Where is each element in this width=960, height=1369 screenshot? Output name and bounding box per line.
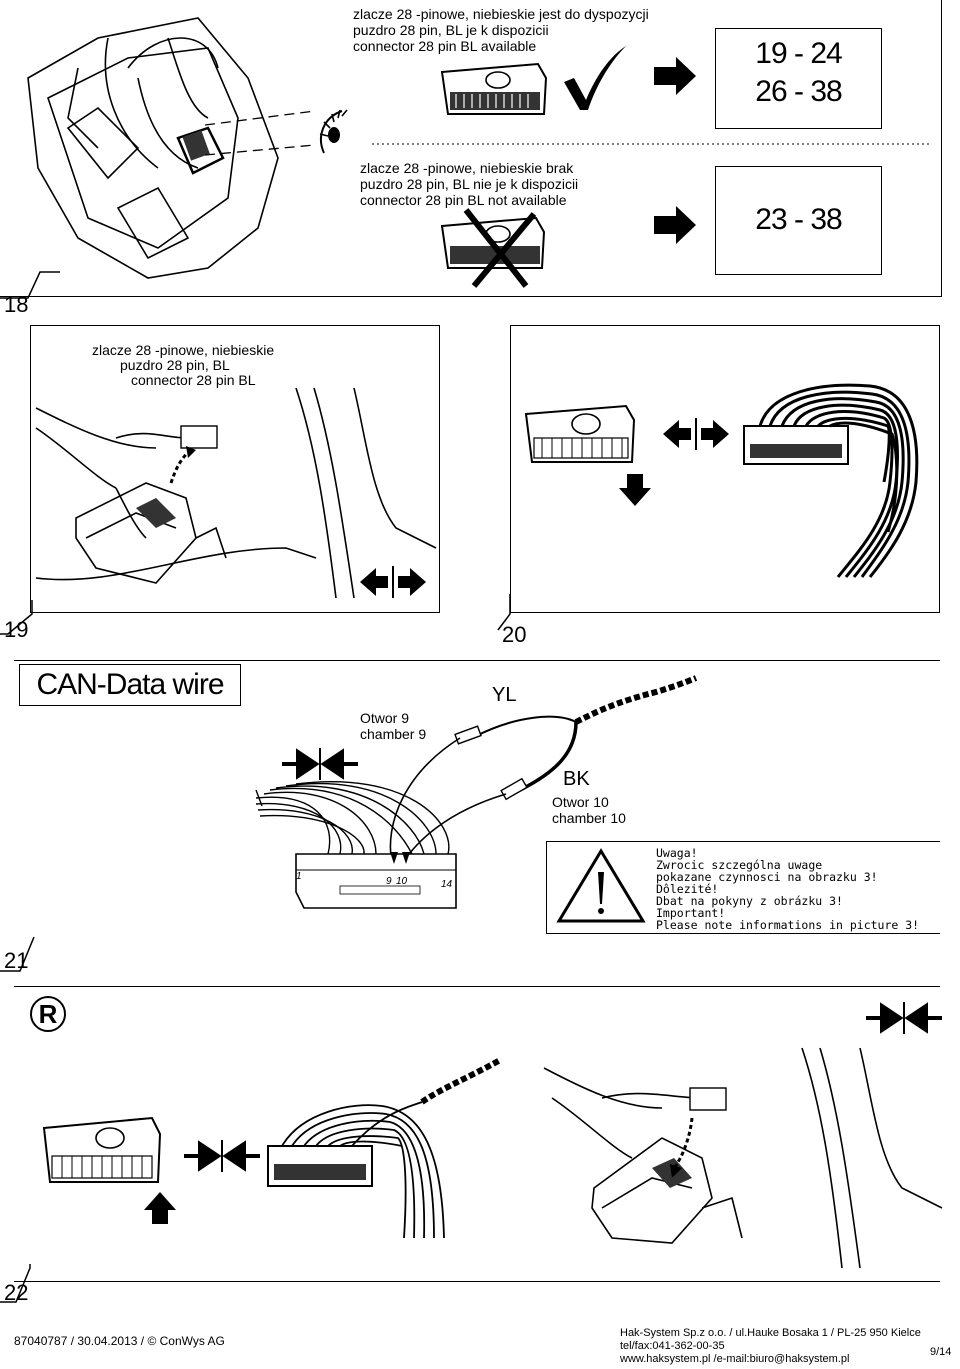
dotted-divider xyxy=(372,143,932,145)
step-21-tab xyxy=(0,936,35,972)
range-not-available: 23 - 38 xyxy=(755,203,842,236)
warning-line-4: Dôlezité! xyxy=(656,882,719,896)
step-19-tab xyxy=(0,600,33,635)
not-available-text-line-1: zlacze 28 -pinowe, niebieskie brak xyxy=(360,160,574,176)
step-number-22: 22 xyxy=(4,1280,29,1305)
double-arrow-icon xyxy=(360,566,426,598)
step-22-tab xyxy=(0,1264,31,1303)
can-data-title: CAN-Data wire xyxy=(19,664,241,706)
pin-label-1: 1 xyxy=(296,871,302,882)
warning-line-7: Please note informations in picture 3! xyxy=(656,918,920,932)
wire-yellow-label: YL xyxy=(492,684,517,706)
range-available-box: 19 - 24 26 - 38 xyxy=(715,28,882,129)
chamber10-label-2: chamber 10 xyxy=(552,810,626,826)
range-available-line-2: 26 - 38 xyxy=(755,75,842,108)
insert-arrows-icon-22 xyxy=(184,1140,260,1172)
step-number-18: 18 xyxy=(4,292,29,317)
connector-not-available-icon xyxy=(440,208,546,288)
not-available-text-line-2: puzdro 28 pin, BL nie je k dispozicii xyxy=(360,176,579,192)
eye-icon xyxy=(319,109,348,154)
range-not-available-box: 23 - 38 xyxy=(715,166,882,275)
can-wire-diagram xyxy=(255,675,698,909)
warning-box xyxy=(546,841,940,934)
step-20-tab xyxy=(497,594,511,631)
arrow-right-icon xyxy=(654,57,696,95)
chamber9-label-1: Otwor 9 xyxy=(360,710,410,726)
warning-line-6: Important! xyxy=(656,906,726,920)
pin-label-14: 14 xyxy=(441,879,453,890)
insert-arrows-icon-top xyxy=(866,1002,942,1034)
badge-r-icon: R xyxy=(30,996,66,1032)
chamber10-label-1: Otwor 10 xyxy=(552,794,609,810)
connector-28-pin-icon-20 xyxy=(524,404,636,463)
footer-page-number: 9/14 xyxy=(930,1346,952,1358)
engine-bay-illustration xyxy=(27,17,279,279)
step-18-tab xyxy=(0,271,60,299)
footer-company: Hak-System Sp.z o.o. / ul.Hauke Bosaka 1… xyxy=(620,1327,921,1339)
available-text-line-1: zlacze 28 -pinowe, niebieskie jest do dy… xyxy=(353,6,649,22)
step-number-20: 20 xyxy=(502,622,527,647)
fuse-box-illustration-22 xyxy=(543,1047,943,1269)
warning-line-1: Uwaga! xyxy=(656,846,698,860)
connector-28-pin-icon-22 xyxy=(42,1116,162,1183)
badge-r-label: R xyxy=(38,999,58,1029)
arrow-right-icon-2 xyxy=(654,206,696,244)
warning-line-3: pokazane czynnosci na obrazku 3! xyxy=(656,870,878,884)
pin-label-9: 9 xyxy=(386,876,392,887)
sight-lines xyxy=(204,110,316,156)
fuse-box-illustration xyxy=(35,387,437,599)
range-available-line-1: 19 - 24 xyxy=(755,37,842,70)
pin-label-10: 10 xyxy=(396,876,408,887)
footer-phone: tel/fax:041-362-00-35 xyxy=(620,1340,725,1352)
warning-line-2: Zwrocic szczególna uwage xyxy=(656,858,823,872)
up-arrow-icon xyxy=(144,1192,176,1224)
down-arrow-icon xyxy=(619,474,651,506)
warning-line-5: Dbat na pokyny z obrázku 3! xyxy=(656,894,843,908)
warning-triangle-icon xyxy=(556,848,646,923)
wire-black-label: BK xyxy=(563,768,590,790)
insert-arrows-icon xyxy=(282,748,358,780)
checkmark-icon xyxy=(564,46,626,110)
footer-doc-ref: 87040787 / 30.04.2013 / © ConWys AG xyxy=(14,1334,225,1348)
step19-caption-1: zlacze 28 -pinowe, niebieskie xyxy=(92,342,275,358)
step19-caption-2: puzdro 28 pin, BL xyxy=(120,357,230,373)
available-text-line-2: puzdro 28 pin, BL je k dispozicii xyxy=(353,22,549,38)
harness-plug-22 xyxy=(267,1057,502,1239)
step-number-19: 19 xyxy=(4,617,29,642)
footer-web: www.haksystem.pl /e-mail:biuro@haksystem… xyxy=(620,1353,850,1365)
available-text-line-3: connector 28 pin BL available xyxy=(353,38,537,54)
step-21-panel xyxy=(14,660,940,938)
step19-caption-3: connector 28 pin BL xyxy=(131,372,256,388)
chamber9-label-2: chamber 9 xyxy=(360,726,427,742)
step-20-panel xyxy=(510,325,940,613)
plug-together-arrows-icon xyxy=(663,418,729,450)
step-22-panel xyxy=(14,986,940,1282)
connector-28-pin-icon xyxy=(440,62,548,115)
not-available-text-line-3: connector 28 pin BL not available xyxy=(360,192,567,208)
step-number-21: 21 xyxy=(4,948,29,973)
harness-plug-illustration xyxy=(743,383,919,578)
